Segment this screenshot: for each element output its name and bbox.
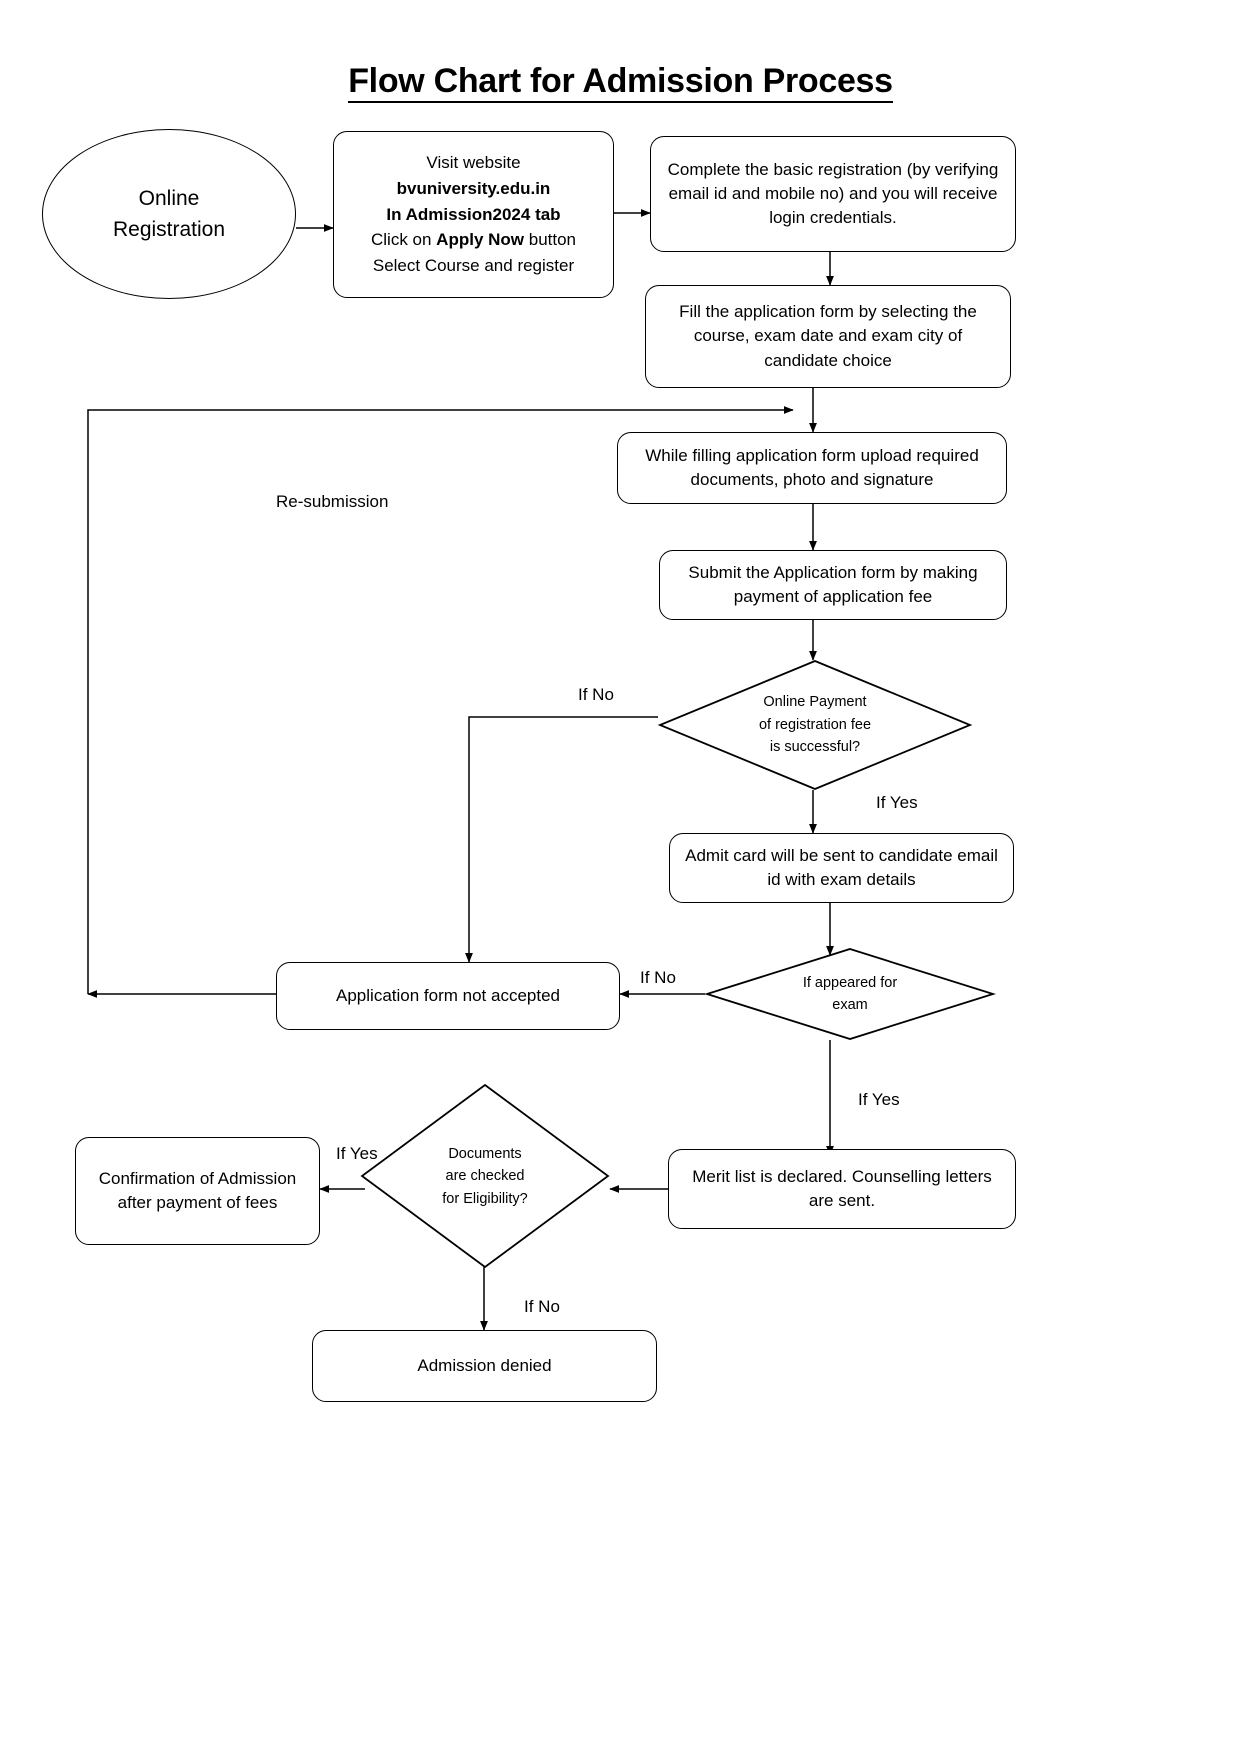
node-appeared-decision[interactable]: If appeared for exam	[704, 948, 996, 1040]
node-application-not-accepted-text: Application form not accepted	[336, 985, 560, 1005]
documents-decision-line2: are checked	[445, 1168, 525, 1185]
payment-decision-line2: of registration fee	[758, 716, 872, 733]
node-fill-application-form[interactable]: Fill the application form by selecting t…	[645, 285, 1011, 388]
node-online-registration-line1: Online	[138, 186, 200, 210]
node-basic-registration[interactable]: Complete the basic registration (by veri…	[650, 136, 1016, 252]
page-title: Flow Chart for Admission Process	[0, 62, 1241, 103]
edge-label-payment-yes: If Yes	[876, 793, 918, 812]
node-submit-application-text: Submit the Application form by making pa…	[688, 562, 978, 606]
node-visit-website[interactable]: Visit website bvuniversity.edu.in In Adm…	[333, 131, 614, 298]
node-upload-documents-text: While filling application form upload re…	[645, 445, 979, 489]
visit-line-4-suffix: button	[524, 230, 577, 250]
apply-now-label: Apply Now	[436, 230, 525, 250]
payment-decision-label: Online Payment of registration fee is su…	[658, 660, 972, 790]
edge-payment-no-to-notaccepted	[465, 716, 658, 963]
visit-line-3-tab: In Admission2024 tab	[386, 204, 561, 224]
edge-label-payment-no: If No	[578, 685, 614, 704]
edge-label-documents-no: If No	[524, 1297, 560, 1316]
edge-label-appeared-yes: If Yes	[858, 1090, 900, 1109]
node-payment-decision[interactable]: Online Payment of registration fee is su…	[657, 660, 973, 790]
visit-line-5: Select Course and register	[372, 256, 575, 276]
node-fill-application-form-text: Fill the application form by selecting t…	[679, 302, 977, 370]
appeared-decision-line1: If appeared for	[802, 974, 898, 991]
documents-decision-label: Documents are checked for Eligibility?	[360, 1084, 610, 1269]
payment-decision-line3: is successful?	[769, 739, 861, 756]
visit-line-4: Click on Apply Now button	[371, 227, 576, 253]
page-title-text: Flow Chart for Admission Process	[348, 62, 893, 103]
node-merit-list[interactable]: Merit list is declared. Counselling lett…	[668, 1149, 1016, 1229]
edge-label-resubmission: Re-submission	[276, 492, 389, 511]
node-application-not-accepted[interactable]: Application form not accepted	[276, 962, 620, 1030]
node-admission-denied-text: Admission denied	[417, 1355, 552, 1375]
visit-line-2-url: bvuniversity.edu.in	[396, 178, 551, 198]
node-confirmation-of-admission[interactable]: Confirmation of Admission after payment …	[75, 1137, 320, 1245]
node-online-registration-line2: Registration	[112, 218, 226, 241]
node-admission-denied[interactable]: Admission denied	[312, 1330, 657, 1402]
node-admit-card-text: Admit card will be sent to candidate ema…	[685, 845, 998, 889]
visit-line-1: Visit website	[426, 152, 521, 172]
node-admit-card[interactable]: Admit card will be sent to candidate ema…	[669, 833, 1014, 903]
edge-label-documents-yes: If Yes	[336, 1144, 378, 1163]
node-merit-list-text: Merit list is declared. Counselling lett…	[692, 1166, 992, 1210]
node-upload-documents[interactable]: While filling application form upload re…	[617, 432, 1007, 504]
payment-decision-shape	[657, 660, 973, 790]
node-documents-decision[interactable]: Documents are checked for Eligibility?	[360, 1083, 610, 1269]
edge-label-appeared-no: If No	[640, 968, 676, 987]
node-submit-application[interactable]: Submit the Application form by making pa…	[659, 550, 1007, 620]
node-confirmation-of-admission-text: Confirmation of Admission after payment …	[98, 1168, 297, 1212]
appeared-decision-line2: exam	[832, 997, 868, 1013]
node-basic-registration-text: Complete the basic registration (by veri…	[667, 159, 999, 228]
documents-decision-shape	[360, 1083, 610, 1269]
appeared-decision-shape	[704, 948, 996, 1040]
visit-line-4-prefix: Click on	[370, 230, 437, 250]
documents-decision-line3: for Eligibility?	[442, 1190, 528, 1207]
payment-decision-line1: Online Payment	[763, 694, 867, 711]
appeared-decision-label: If appeared for exam	[705, 948, 995, 1040]
node-online-registration[interactable]: Online Registration	[42, 129, 296, 299]
documents-decision-line1: Documents	[448, 1145, 522, 1162]
